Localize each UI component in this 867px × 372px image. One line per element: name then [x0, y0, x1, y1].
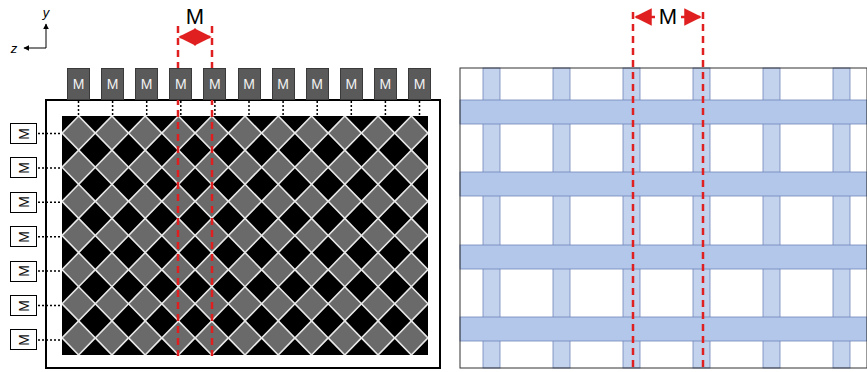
pitch-label: M	[659, 4, 677, 30]
y-axis	[46, 24, 47, 48]
module-box: M	[238, 68, 261, 100]
module-label: M	[277, 76, 289, 92]
module-label: M	[15, 196, 31, 208]
module-box: M	[306, 68, 329, 100]
side-module-box: M	[10, 261, 37, 282]
side-module-box: M	[10, 123, 37, 144]
module-box: M	[272, 68, 295, 100]
module-box: M	[169, 68, 192, 100]
pitch-label: M	[186, 4, 204, 30]
module-box: M	[408, 68, 431, 100]
board-frame	[46, 100, 440, 368]
sensor-grid	[62, 116, 428, 355]
module-label: M	[15, 300, 31, 312]
pitch-marker	[178, 12, 703, 368]
module-label: M	[15, 265, 31, 277]
module-box: M	[340, 68, 363, 100]
module-label: M	[380, 76, 392, 92]
dotted-leads	[38, 101, 420, 340]
module-box: M	[374, 68, 397, 100]
side-module-box: M	[10, 329, 37, 350]
module-box: M	[67, 68, 90, 100]
diamond-pattern	[62, 116, 428, 355]
z-axis	[24, 48, 46, 49]
module-label: M	[15, 128, 31, 140]
module-label: M	[15, 334, 31, 346]
module-label: M	[15, 231, 31, 243]
module-label: M	[15, 162, 31, 174]
axis-label: y	[43, 5, 50, 20]
mesh-bands	[460, 68, 867, 368]
module-label: M	[209, 76, 221, 92]
module-label: M	[243, 76, 255, 92]
module-label: M	[175, 76, 187, 92]
module-box: M	[203, 68, 226, 100]
module-box: M	[101, 68, 124, 100]
side-module-box: M	[10, 295, 37, 316]
axis-label: z	[11, 41, 18, 56]
module-label: M	[414, 76, 426, 92]
pitch-arrow	[180, 17, 700, 37]
module-label: M	[345, 76, 357, 92]
side-module-box: M	[10, 226, 37, 247]
module-box: M	[135, 68, 158, 100]
module-label: M	[73, 76, 85, 92]
mesh-panel	[460, 68, 867, 368]
module-label: M	[311, 76, 323, 92]
side-module-box: M	[10, 192, 37, 213]
side-module-box: M	[10, 157, 37, 178]
module-label: M	[141, 76, 153, 92]
module-label: M	[107, 76, 119, 92]
